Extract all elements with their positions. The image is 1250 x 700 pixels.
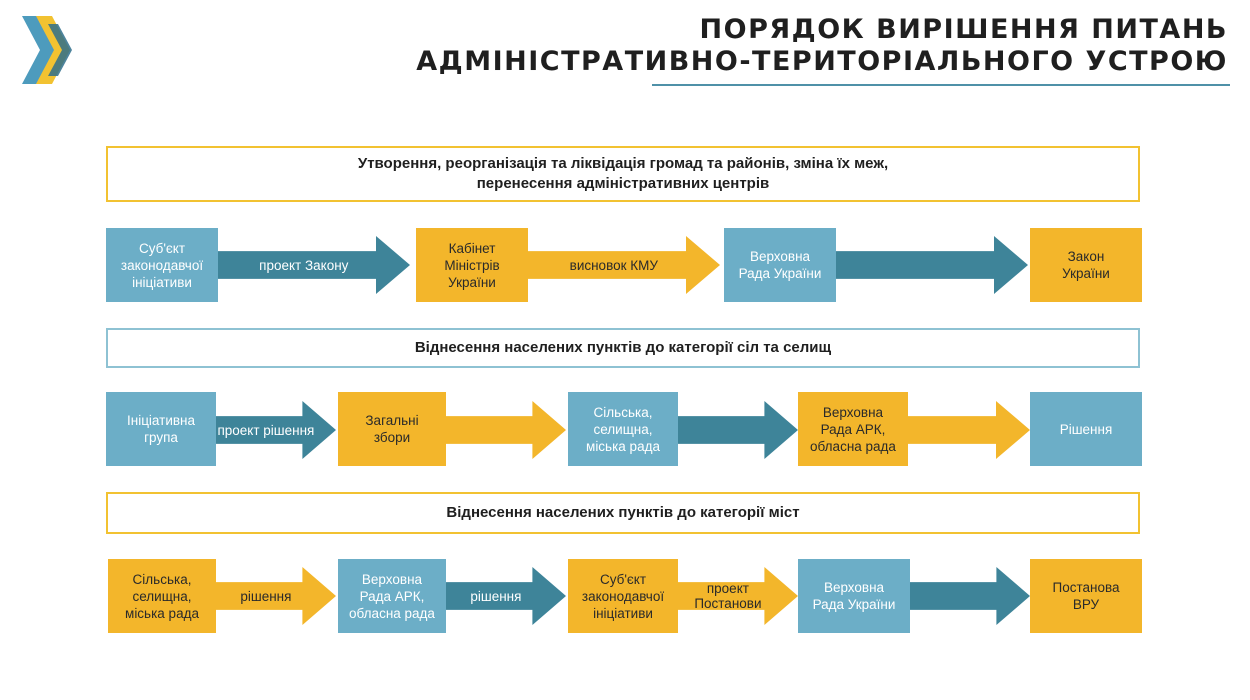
- section-1-banner: Утворення, реорганізація та ліквідація г…: [106, 146, 1140, 202]
- section-3-banner-line-1: Віднесення населених пунктів до категорі…: [446, 504, 800, 521]
- s3-arrow-draft-resolution-shape: [678, 567, 798, 625]
- s2-node-local-council: Сільська, селищна, міська рада: [568, 392, 678, 466]
- s1-arrow-3-shape: [836, 236, 1028, 294]
- s3-arrow-decision-2: рішення: [446, 567, 566, 625]
- s3-arrow-4: [910, 567, 1030, 625]
- s2-arrow-3-shape: [678, 401, 798, 459]
- s1-node-law: Закон України: [1030, 228, 1142, 302]
- s3-arrow-decision-2-label: рішення: [470, 588, 522, 604]
- s1-arrow-kmu-conclusion-shape: [528, 236, 720, 294]
- s2-arrow-4: [908, 401, 1030, 459]
- s3-node-ark-oblast-council: Верховна Рада АРК, обласна рада: [338, 559, 446, 633]
- s3-node-local-council: Сільська, селищна, міська рада: [108, 559, 216, 633]
- s2-arrow-2: [446, 401, 566, 459]
- s3-arrow-draft-resolution-label: проект Постанови: [694, 581, 762, 611]
- s3-arrow-decision-1: рішення: [216, 567, 336, 625]
- section-2-banner: Віднесення населених пунктів до категорі…: [106, 328, 1140, 368]
- s3-arrow-decision-1-shape: [216, 567, 336, 625]
- s3-arrow-decision-2-shape: [446, 567, 566, 625]
- s2-node-decision: Рішення: [1030, 392, 1142, 466]
- s3-arrow-4-shape: [910, 567, 1030, 625]
- title-underline: [652, 84, 1230, 86]
- s2-arrow-draft-decision-shape: [216, 401, 336, 459]
- s2-arrow-draft-decision-label: проект рішення: [217, 422, 315, 438]
- s3-arrow-4-label: [910, 567, 1010, 625]
- s2-arrow-3: [678, 401, 798, 459]
- s2-arrow-4-label: [908, 401, 1010, 459]
- s1-node-legislative-initiative: Суб'єкт законодавчої ініціативи: [106, 228, 218, 302]
- section-1-banner-line-2: перенесення адміністративних центрів: [476, 175, 770, 192]
- s2-arrow-4-shape: [908, 401, 1030, 459]
- s1-arrow-draft-law-shape: [218, 236, 410, 294]
- s2-arrow-2-shape: [446, 401, 566, 459]
- s2-arrow-2-label: [446, 401, 546, 459]
- section-3-banner: Віднесення населених пунктів до категорі…: [106, 492, 1140, 534]
- s2-node-general-meeting: Загальні збори: [338, 392, 446, 466]
- s2-node-ark-oblast-council: Верховна Рада АРК, обласна рада: [798, 392, 908, 466]
- s1-node-verkhovna-rada: Верховна Рада України: [724, 228, 836, 302]
- s3-arrow-decision-1-label: рішення: [240, 588, 292, 604]
- s1-arrow-draft-law: проект Закону: [218, 236, 410, 294]
- s1-arrow-3: [836, 236, 1028, 294]
- s2-node-initiative-group: Ініціативна група: [106, 392, 216, 466]
- s3-node-legislative-initiative: Суб'єкт законодавчої ініціативи: [568, 559, 678, 633]
- s1-arrow-draft-law-label: проект Закону: [259, 257, 349, 273]
- section-1-banner-line-1: Утворення, реорганізація та ліквідація г…: [357, 155, 889, 172]
- s3-node-vru-resolution: Постанова ВРУ: [1030, 559, 1142, 633]
- logo-chevrons-icon: [18, 14, 78, 86]
- page-title-line-1: ПОРЯДОК ВИРІШЕННЯ ПИТАНЬ: [699, 14, 1228, 45]
- page-title-line-2: АДМІНІСТРАТИВНО-ТЕРИТОРІАЛЬНОГО УСТРОЮ: [416, 46, 1228, 77]
- s3-arrow-draft-resolution: проект Постанови: [678, 567, 798, 625]
- s1-arrow-kmu-conclusion-label: висновок КМУ: [569, 257, 658, 273]
- s2-arrow-3-label: [678, 401, 778, 459]
- s3-node-verkhovna-rada: Верховна Рада України: [798, 559, 910, 633]
- s1-arrow-3-label: [836, 236, 1008, 294]
- s1-arrow-kmu-conclusion: висновок КМУ: [528, 236, 720, 294]
- section-2-banner-line-1: Віднесення населених пунктів до категорі…: [414, 339, 832, 356]
- s1-node-cabinet: Кабінет Міністрів України: [416, 228, 528, 302]
- s2-arrow-draft-decision: проект рішення: [216, 401, 336, 459]
